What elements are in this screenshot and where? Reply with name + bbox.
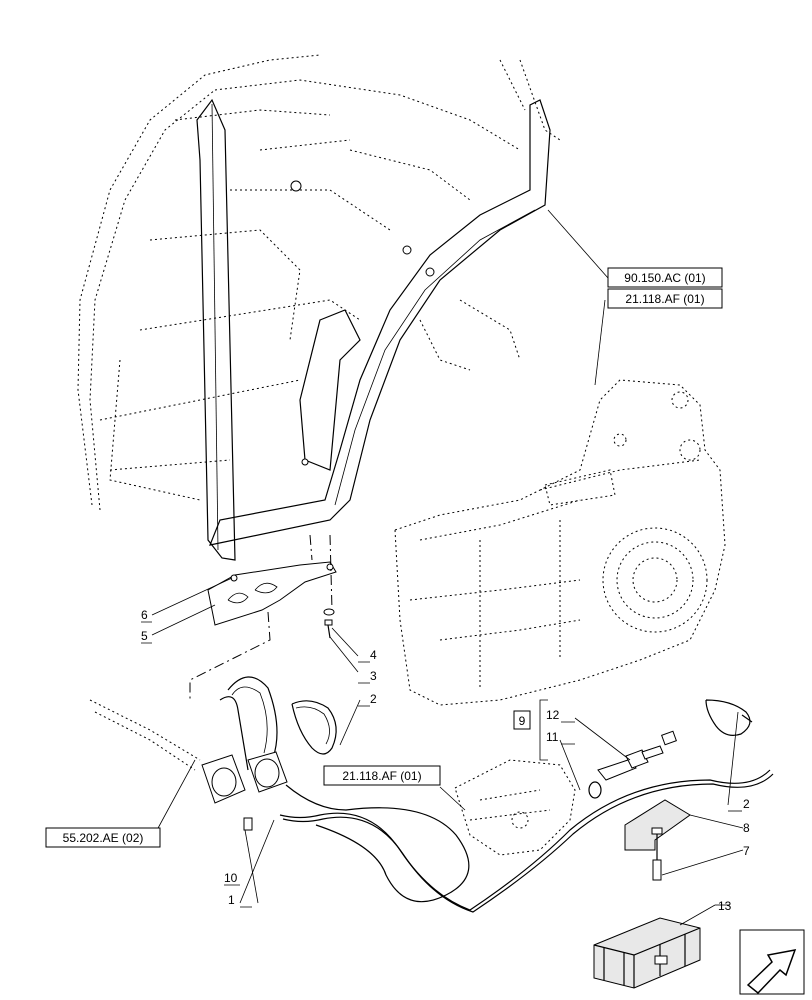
cab-frame	[77, 54, 561, 561]
callout-12: 12	[546, 708, 560, 722]
callout-9: 9	[513, 710, 531, 730]
ref-21-118-af-mid[interactable]: 21.118.AF (01)	[323, 765, 441, 786]
svg-text:21.118.AF (01): 21.118.AF (01)	[342, 769, 421, 783]
support-bracket	[624, 799, 691, 881]
ref-21-118-af-top[interactable]: 21.118.AF (01)	[607, 288, 723, 309]
callout-2-left: 2	[370, 692, 377, 706]
cable-tie-right	[705, 699, 753, 736]
arrow-icon[interactable]	[739, 929, 805, 995]
control-valve	[454, 759, 576, 856]
svg-text:90.150.AC (01): 90.150.AC (01)	[624, 271, 705, 285]
crate-icon	[593, 917, 701, 989]
callout-10: 10	[224, 871, 238, 885]
svg-text:21.118.AF (01): 21.118.AF (01)	[625, 292, 704, 306]
callout-8: 8	[743, 821, 750, 835]
bolt-and-washer	[323, 608, 335, 639]
socket-assembly	[89, 676, 774, 913]
callout-6: 6	[141, 608, 148, 622]
mounting-bracket	[207, 561, 337, 626]
callout-2-right: 2	[743, 797, 750, 811]
callout-7: 7	[743, 844, 750, 858]
svg-text:9: 9	[519, 714, 526, 728]
callout-underlines	[141, 621, 742, 908]
callout-13: 13	[718, 899, 732, 913]
cable-tie-left	[291, 700, 337, 755]
callout-11: 11	[546, 730, 559, 744]
callout-1: 1	[228, 893, 235, 907]
callout-3: 3	[370, 669, 377, 683]
callout-4: 4	[370, 648, 377, 662]
svg-text:55.202.AE (02): 55.202.AE (02)	[63, 831, 144, 845]
ref-90-150-ac[interactable]: 90.150.AC (01)	[607, 267, 723, 288]
fitting-and-oring	[588, 745, 664, 799]
transmission-housing	[394, 379, 726, 706]
ref-55-202-ae[interactable]: 55.202.AE (02)	[45, 827, 161, 848]
callout-labels: 6 5 4 3 2 12 11 2 8 7 10 1 13	[141, 608, 750, 913]
callout-5: 5	[141, 629, 148, 643]
leader-lines	[151, 209, 744, 926]
